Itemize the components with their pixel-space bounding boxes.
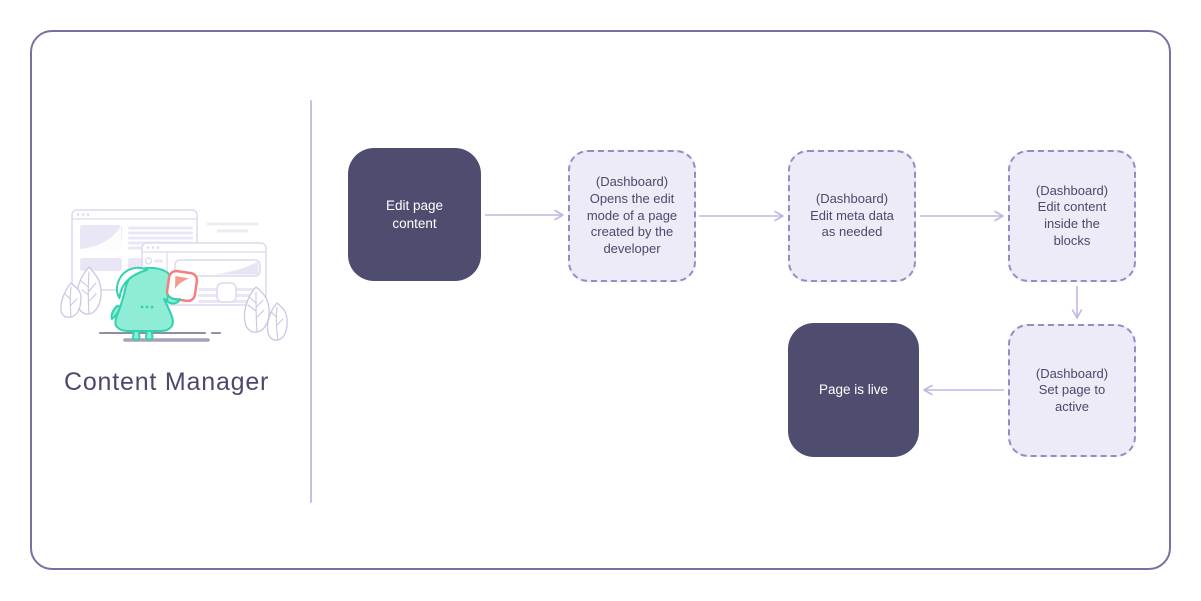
page-frame [30, 30, 1171, 570]
flow-node-label: (Dashboard) Edit meta data as needed [810, 191, 894, 240]
content-manager-illustration [60, 209, 288, 342]
plant-leaves-right [243, 286, 288, 341]
flow-node-label: Page is live [818, 382, 889, 398]
head-leaf [115, 266, 148, 299]
browser-window-left [71, 209, 198, 291]
section-divider [310, 100, 312, 503]
mascot-hand [166, 294, 181, 305]
background-lines [207, 222, 258, 233]
flow-node-label: Edit page content [385, 198, 444, 231]
flow-node-page-is-live: Page is live [788, 323, 919, 457]
flow-node-label: (Dashboard) Opens the edit mode of a pag… [586, 174, 678, 256]
page-title: Content Manager [64, 368, 270, 396]
mascot [110, 266, 199, 341]
flow-node-edit-content-blocks: (Dashboard) Edit content inside the bloc… [1008, 150, 1136, 282]
ground-lines [99, 332, 221, 342]
flow-node-edit-page-content: Edit page content [348, 148, 481, 281]
flow-node-edit-meta-data: (Dashboard) Edit meta data as needed [788, 150, 916, 282]
flow-node-label: (Dashboard) Edit content inside the bloc… [1035, 182, 1109, 248]
plant-leaves-left [60, 266, 102, 318]
flow-node-open-edit-mode: (Dashboard) Opens the edit mode of a pag… [568, 150, 696, 282]
flow-node-label: (Dashboard) Set page to active [1035, 365, 1109, 414]
flow-node-set-page-active: (Dashboard) Set page to active [1008, 324, 1136, 457]
